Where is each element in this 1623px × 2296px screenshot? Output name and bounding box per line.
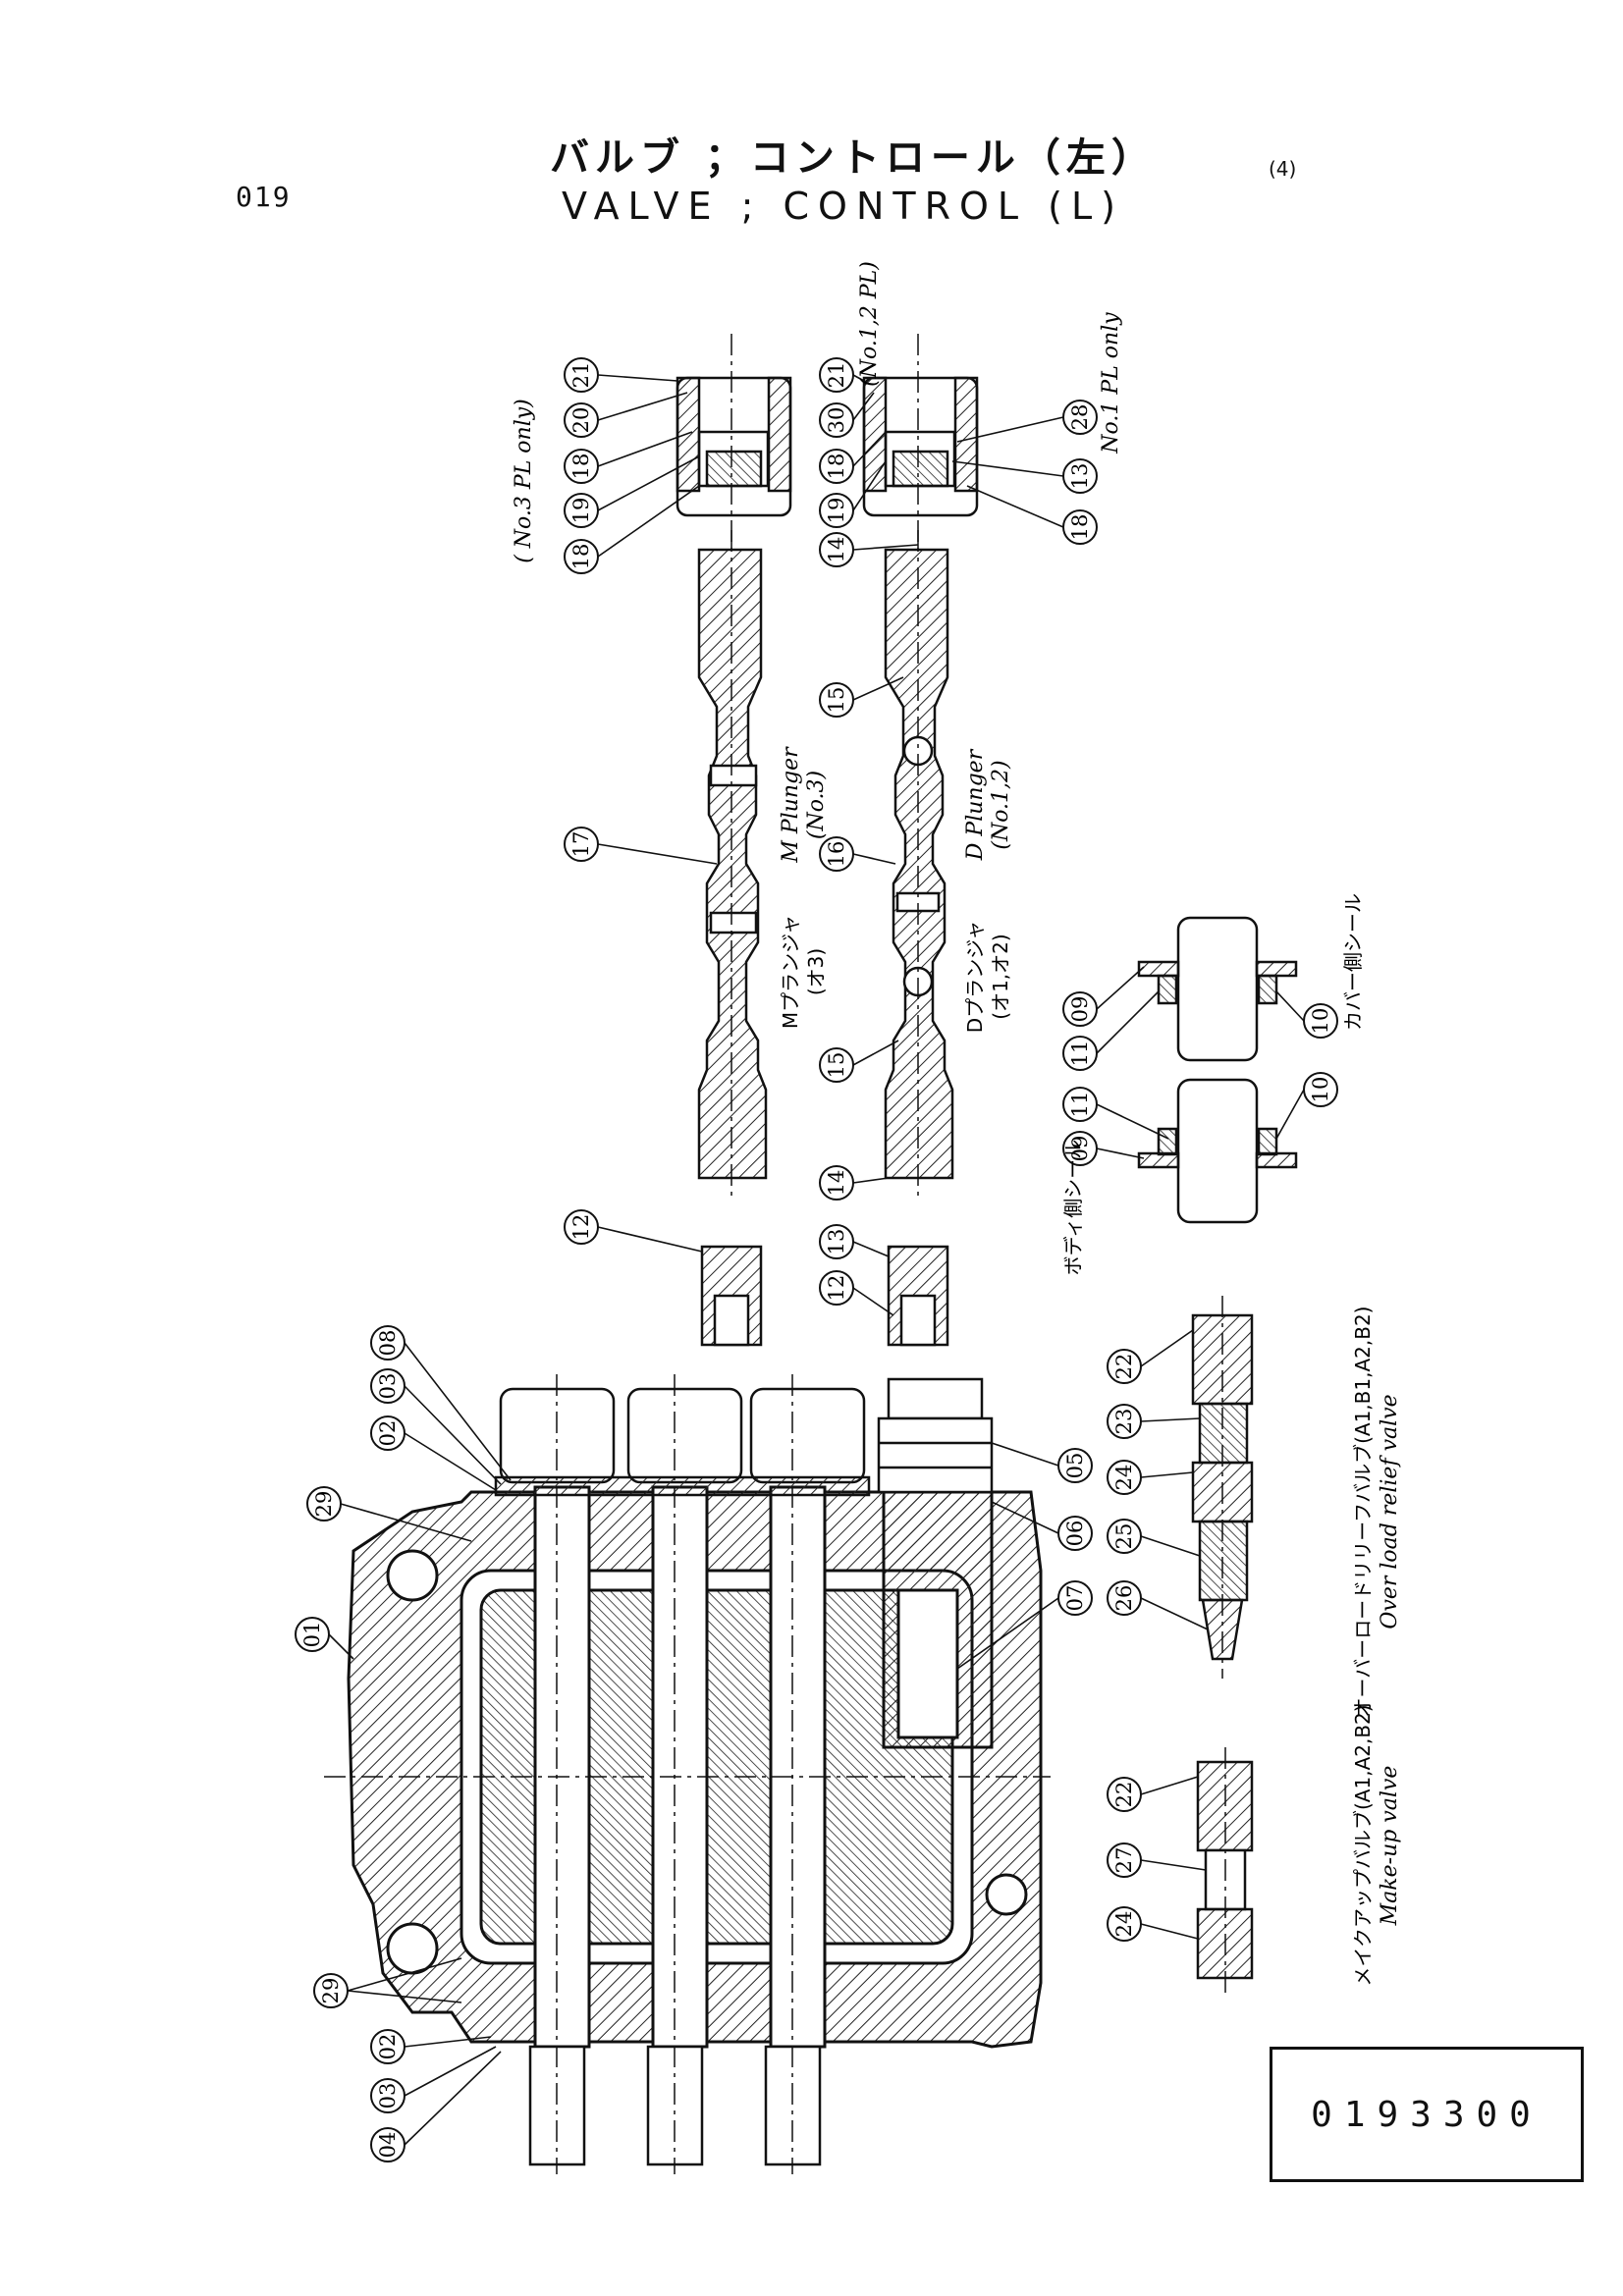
callout-21-b-label: 21: [825, 362, 848, 389]
callout-20-label: 20: [569, 407, 593, 434]
cover-seal-detail: [1137, 916, 1298, 1062]
callout-18-b-label: 18: [569, 544, 593, 570]
callout-08-label: 08: [376, 1330, 400, 1357]
callout-09-b-label: 09: [1068, 1136, 1092, 1162]
callout-28-label: 28: [1068, 404, 1092, 431]
note-makeup-jp: メイクアップバルブ(A1,A2,B2): [1351, 1704, 1375, 1986]
callout-18-d-label: 18: [1068, 514, 1092, 541]
m-plunger: [697, 530, 768, 1198]
callout-26-label: 26: [1112, 1585, 1136, 1612]
cap-assembly-no3: [676, 334, 792, 550]
callout-29-b-label: 29: [319, 1978, 343, 2004]
note-no12-pl: (No.1,2 PL): [857, 261, 882, 387]
callout-02-b-label: 02: [376, 2034, 400, 2060]
make-up-valve: [1196, 1747, 1254, 1993]
title-english: VALVE ; CONTROL (L): [562, 185, 1124, 228]
part-number-box: 0193300: [1270, 2047, 1584, 2182]
callout-29-a-label: 29: [312, 1491, 336, 1518]
callout-19-b-label: 19: [825, 498, 848, 524]
callout-24-b-label: 24: [1112, 1911, 1136, 1938]
overload-relief-valve: [1191, 1296, 1254, 1679]
callout-13-a-label: 13: [1068, 463, 1092, 490]
callout-12-a-label: 12: [569, 1214, 593, 1241]
callout-10-a-label: 10: [1309, 1008, 1332, 1035]
note-m-plunger-jp-no: (オ3): [804, 948, 828, 995]
note-d-plunger-en: D Plunger: [963, 748, 988, 861]
valve-body: [324, 1485, 1051, 2049]
d-plunger: [884, 530, 954, 1198]
note-m-plunger-jp: Mプランジャ: [779, 915, 802, 1029]
corner-mark: (4): [1269, 157, 1297, 181]
callout-27-label: 27: [1112, 1847, 1136, 1874]
callout-14-b-label: 14: [825, 1170, 848, 1197]
callout-03-b-label: 03: [376, 2083, 400, 2109]
note-d-plunger-jp: Dプランジャ: [963, 921, 987, 1033]
note-overload-jp: オーバーロードリリーフバルブ(A1,B1,A2,B2): [1351, 1307, 1375, 1718]
callout-05-label: 05: [1063, 1453, 1087, 1479]
note-m-plunger-en: M Plunger: [779, 746, 803, 864]
callout-02-a-label: 02: [376, 1420, 400, 1447]
callout-16-label: 16: [825, 841, 848, 868]
note-makeup-en: Make-up valve: [1378, 1766, 1402, 1927]
callout-03-a-label: 03: [376, 1373, 400, 1400]
plug-12-left: [700, 1245, 763, 1347]
title-japanese: バルブ ；コントロール（左）: [550, 135, 1157, 181]
callout-04-label: 04: [376, 2132, 400, 2159]
callout-01-label: 01: [300, 1622, 324, 1648]
note-overload-en: Over load relief valve: [1378, 1394, 1402, 1629]
callout-17-label: 17: [569, 831, 593, 858]
callout-15-b-label: 15: [825, 1052, 848, 1079]
callout-13-b-label: 13: [825, 1229, 848, 1255]
plug-12-right: [887, 1245, 949, 1347]
callout-24-a-label: 24: [1112, 1465, 1136, 1491]
callout-22-b-label: 22: [1112, 1782, 1136, 1808]
callout-21-a-label: 21: [569, 362, 593, 389]
note-cover-seal: カバー側シール: [1341, 893, 1365, 1031]
callout-23-label: 23: [1112, 1409, 1136, 1435]
callout-09-a-label: 09: [1068, 996, 1092, 1023]
callout-14-a-label: 14: [825, 537, 848, 563]
callout-10-c-label: 10: [1309, 1077, 1332, 1103]
body-spool-caps: [494, 1387, 871, 1497]
callout-11-b-label: 11: [1068, 1092, 1092, 1118]
note-no3-pl-only: ( No.3 PL only): [512, 399, 536, 563]
callout-07-label: 07: [1063, 1585, 1087, 1612]
callout-30-label: 30: [825, 407, 848, 434]
callout-18-c-label: 18: [825, 454, 848, 480]
relief-fitting: [877, 1377, 994, 1494]
callout-25-label: 25: [1112, 1523, 1136, 1550]
body-seal-detail: [1137, 1078, 1298, 1224]
callout-15-a-label: 15: [825, 687, 848, 714]
page-number: 019: [236, 181, 292, 213]
leader-lines: [328, 374, 1305, 2146]
note-d-plunger-no: (No.1,2): [989, 760, 1013, 849]
note-d-plunger-jp-no: (オ1,オ2): [989, 934, 1012, 1019]
callout-19-a-label: 19: [569, 498, 593, 524]
callout-12-b-label: 12: [825, 1275, 848, 1302]
callout-22-a-label: 22: [1112, 1354, 1136, 1380]
note-no1-pl-only: No.1 PL only: [1099, 312, 1123, 454]
callout-06-label: 06: [1063, 1521, 1087, 1547]
note-body-seal: ボディ側シール: [1061, 1140, 1085, 1276]
note-m-plunger-no: (No.3): [804, 771, 829, 839]
spool-stems: [528, 1374, 822, 2174]
callout-11-a-label: 11: [1068, 1041, 1092, 1067]
callout-18-a-label: 18: [569, 454, 593, 480]
cap-assembly-no12: [862, 334, 979, 550]
